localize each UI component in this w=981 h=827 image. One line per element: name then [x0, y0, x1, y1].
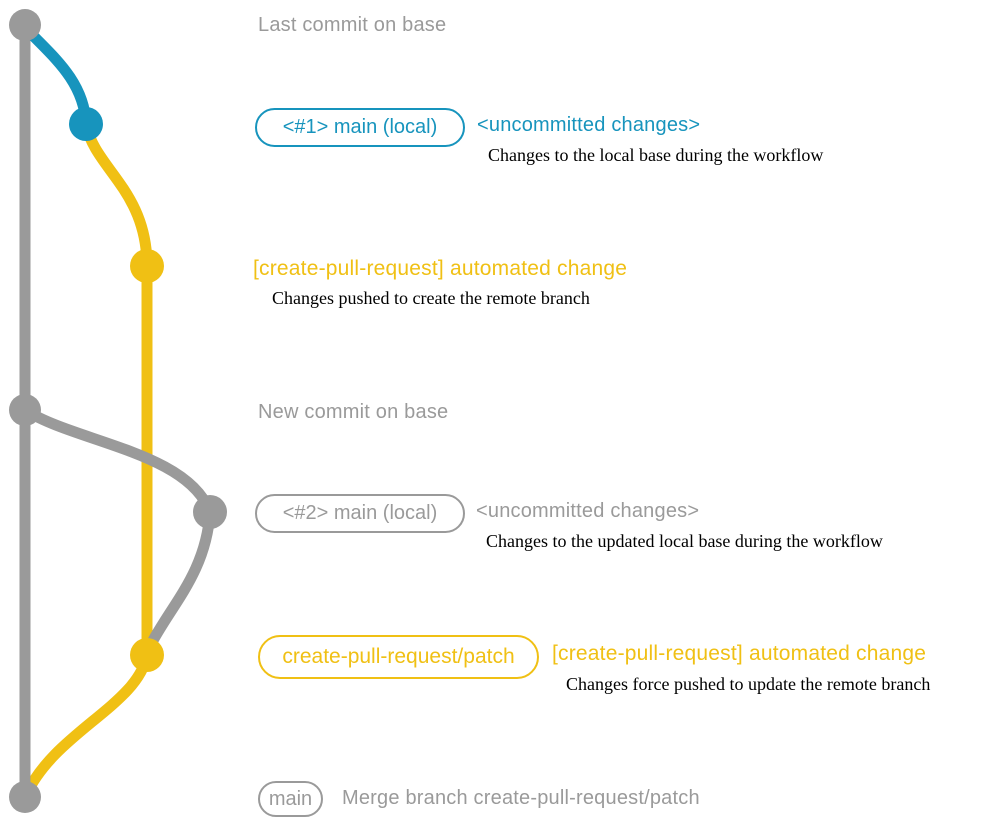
- base-rebase-curve: [142, 506, 216, 656]
- branch-badge-main-local-2: <#2> main (local): [255, 494, 465, 533]
- uncommitted-changes-title-2: <uncommitted changes>: [476, 500, 700, 522]
- automated-change-caption-2: Changes force pushed to update the remot…: [566, 674, 931, 694]
- uncommitted-changes-caption-2: Changes to the updated local base during…: [486, 531, 883, 551]
- branch-badge-main-local-1: <#1> main (local): [255, 108, 465, 147]
- automated-change-caption-1: Changes pushed to create the remote bran…: [272, 288, 590, 308]
- merge-commit-label: Merge branch create-pull-request/patch: [342, 787, 700, 809]
- branch-badge-label: <#1> main (local): [282, 116, 438, 138]
- pr-branch-curve: [80, 118, 153, 272]
- branch-badge-label: create-pull-request/patch: [282, 645, 515, 668]
- branch-badge-create-pull-request-patch: create-pull-request/patch: [258, 635, 539, 679]
- branch-badge-label: main: [268, 787, 313, 810]
- commit-dot-new-base: [9, 394, 41, 426]
- commit-dot-uncommitted-2: [193, 495, 227, 529]
- last-commit-label: Last commit on base: [258, 14, 447, 36]
- automated-change-title-2: [create-pull-request] automated change: [552, 642, 927, 665]
- pr-merge-curve: [20, 649, 153, 801]
- base-update-curve: [19, 404, 216, 518]
- new-commit-label: New commit on base: [258, 401, 449, 423]
- local-changes-curve: [19, 21, 92, 130]
- commit-dot-automated-change-2: [130, 638, 164, 672]
- branch-badge-label: <#2> main (local): [282, 502, 438, 524]
- commit-dot-last-base: [9, 9, 41, 41]
- commit-dot-automated-change-1: [130, 249, 164, 283]
- branch-badge-main: main: [258, 781, 323, 817]
- commit-dot-uncommitted-1: [69, 107, 103, 141]
- commit-dot-merge: [9, 781, 41, 813]
- uncommitted-changes-caption-1: Changes to the local base during the wor…: [488, 145, 824, 165]
- automated-change-title-1: [create-pull-request] automated change: [253, 257, 628, 280]
- uncommitted-changes-title-1: <uncommitted changes>: [477, 114, 701, 136]
